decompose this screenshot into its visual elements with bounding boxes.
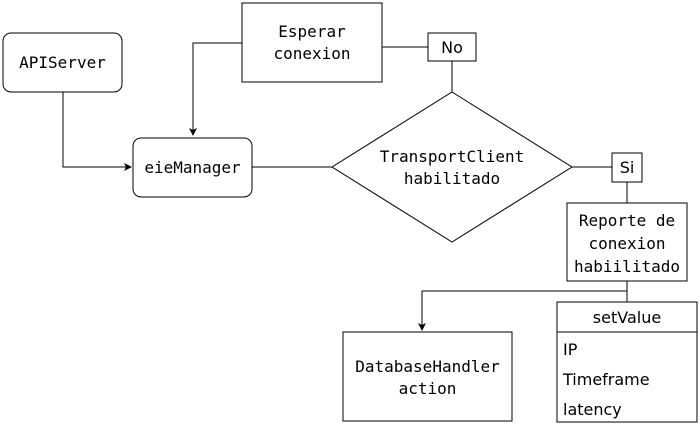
- database-label-line-1: DatabaseHandler: [355, 357, 500, 376]
- databasehandler-node: DatabaseHandler action: [342, 331, 513, 422]
- setvalue-field-ip: IP: [563, 340, 578, 359]
- reporte-label-line-1: Reporte de: [579, 211, 675, 230]
- edge-esperar-to-eiemanager: [189, 42, 242, 136]
- reporte-label-line-2: conexion: [588, 234, 665, 253]
- si-label-text: Si: [620, 158, 635, 177]
- setvalue-field-latency: latency: [563, 400, 622, 419]
- esperar-label-line-1: Esperar: [278, 22, 346, 41]
- apiserver-node: APIServer: [2, 32, 123, 93]
- setvalue-field-timeframe: Timeframe: [562, 370, 650, 389]
- edge-apiserver-to-eiemanager: [62, 92, 132, 171]
- apiserver-label: APIServer: [19, 53, 106, 72]
- setvalue-title: setValue: [593, 308, 661, 327]
- si-branch-label: Si: [611, 152, 643, 183]
- reporte-label-line-3: habiilitado: [574, 257, 680, 276]
- no-label-text: No: [441, 38, 463, 57]
- decision-label-line-2: habilitado: [404, 169, 500, 188]
- no-branch-label: No: [427, 32, 477, 62]
- transportclient-decision: TransportClient habilitado: [331, 91, 573, 243]
- setvalue-node: setValue IP Timeframe latency: [556, 301, 698, 423]
- database-label-line-2: action: [399, 379, 457, 398]
- eiemanager-label: eieManager: [144, 158, 241, 177]
- reporte-node: Reporte de conexion habiilitado: [566, 202, 688, 282]
- esperar-conexion-node: Esperar conexion: [241, 2, 383, 83]
- edge-reporte-to-database: [418, 290, 627, 331]
- decision-label-line-1: TransportClient: [380, 147, 525, 166]
- esperar-label-line-2: conexion: [273, 44, 350, 63]
- eiemanager-node: eieManager: [132, 137, 253, 198]
